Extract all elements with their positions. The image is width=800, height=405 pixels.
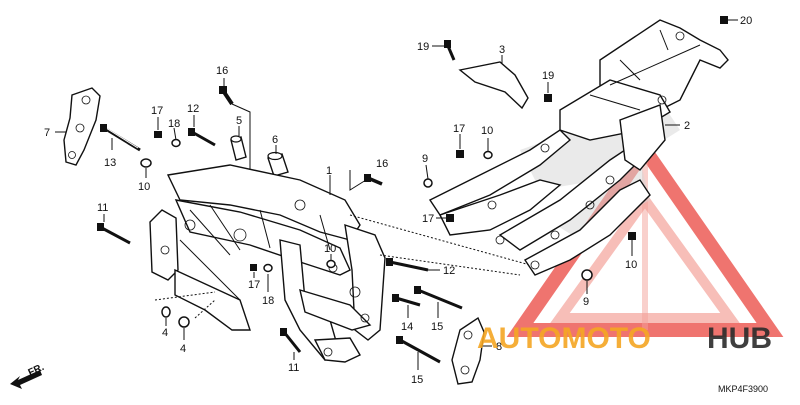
bolt-13 — [100, 124, 141, 152]
collar-6 — [267, 151, 289, 177]
direction-label: FR. — [27, 362, 46, 379]
collar-5 — [230, 135, 247, 161]
front-direction-arrow: FR. — [10, 362, 46, 389]
part-label: 10 — [324, 243, 336, 255]
part-label: 10 — [138, 181, 150, 193]
bolt-11-left — [97, 223, 131, 245]
part-label: 9 — [422, 153, 428, 165]
part-label: 7 — [44, 127, 50, 139]
part-label: 11 — [97, 202, 108, 214]
part-label: 13 — [104, 157, 116, 169]
diagram-code: MKP4F3900 — [718, 384, 768, 394]
bracket-8 — [451, 316, 485, 385]
part-label: 19 — [417, 41, 429, 53]
part-label: 4 — [180, 343, 186, 355]
bolt-12-top — [188, 128, 216, 147]
bolt-12-right — [386, 258, 429, 272]
part-label: 8 — [496, 341, 502, 353]
part-label: 18 — [168, 118, 180, 130]
part-label: 16 — [376, 158, 388, 170]
part-label: 2 — [684, 120, 690, 132]
bolt-14 — [392, 294, 421, 307]
bolt-15-upper — [414, 286, 463, 310]
part-label: 17 — [453, 123, 465, 135]
watermark-word-1: AUTOMOTO — [477, 322, 651, 355]
part-label: 6 — [272, 134, 278, 146]
part-label: 18 — [262, 295, 274, 307]
watermark-word-2: HUB — [707, 322, 772, 355]
bolt-11-lower — [280, 328, 302, 353]
part-label: 17 — [151, 105, 163, 117]
bolt-16-top — [219, 86, 234, 106]
part-label: 19 — [542, 70, 554, 82]
part-label: 10 — [481, 125, 493, 137]
part-label: 15 — [431, 321, 443, 333]
bracket-7 — [63, 87, 101, 166]
part-label: 3 — [499, 44, 505, 56]
main-frame — [149, 164, 386, 363]
rear-subframe — [428, 19, 729, 276]
part-label: 17 — [248, 279, 260, 291]
part-label: 14 — [401, 321, 413, 333]
bolt-16-mid — [364, 174, 383, 186]
part-label: 9 — [583, 296, 589, 308]
part-label: 11 — [288, 362, 299, 374]
part-label: 10 — [625, 259, 637, 271]
part-label: 17 — [422, 213, 434, 225]
part-label: 20 — [740, 15, 752, 27]
part-label: 1 — [326, 165, 332, 177]
part-labels: 1 2 3 4 4 5 6 7 8 9 9 10 10 10 10 11 11 … — [44, 15, 752, 386]
part-label: 4 — [162, 327, 168, 339]
bracket-3 — [458, 61, 529, 110]
part-label: 15 — [411, 374, 423, 386]
part-label: 16 — [216, 65, 228, 77]
bolt-15-lower — [396, 336, 441, 364]
part-label: 12 — [187, 103, 199, 115]
bolt-19-left — [444, 40, 456, 61]
part-label: 5 — [236, 115, 242, 127]
watermark-text: AUTOMOTO HUB — [477, 322, 772, 355]
part-label: 12 — [443, 265, 455, 277]
